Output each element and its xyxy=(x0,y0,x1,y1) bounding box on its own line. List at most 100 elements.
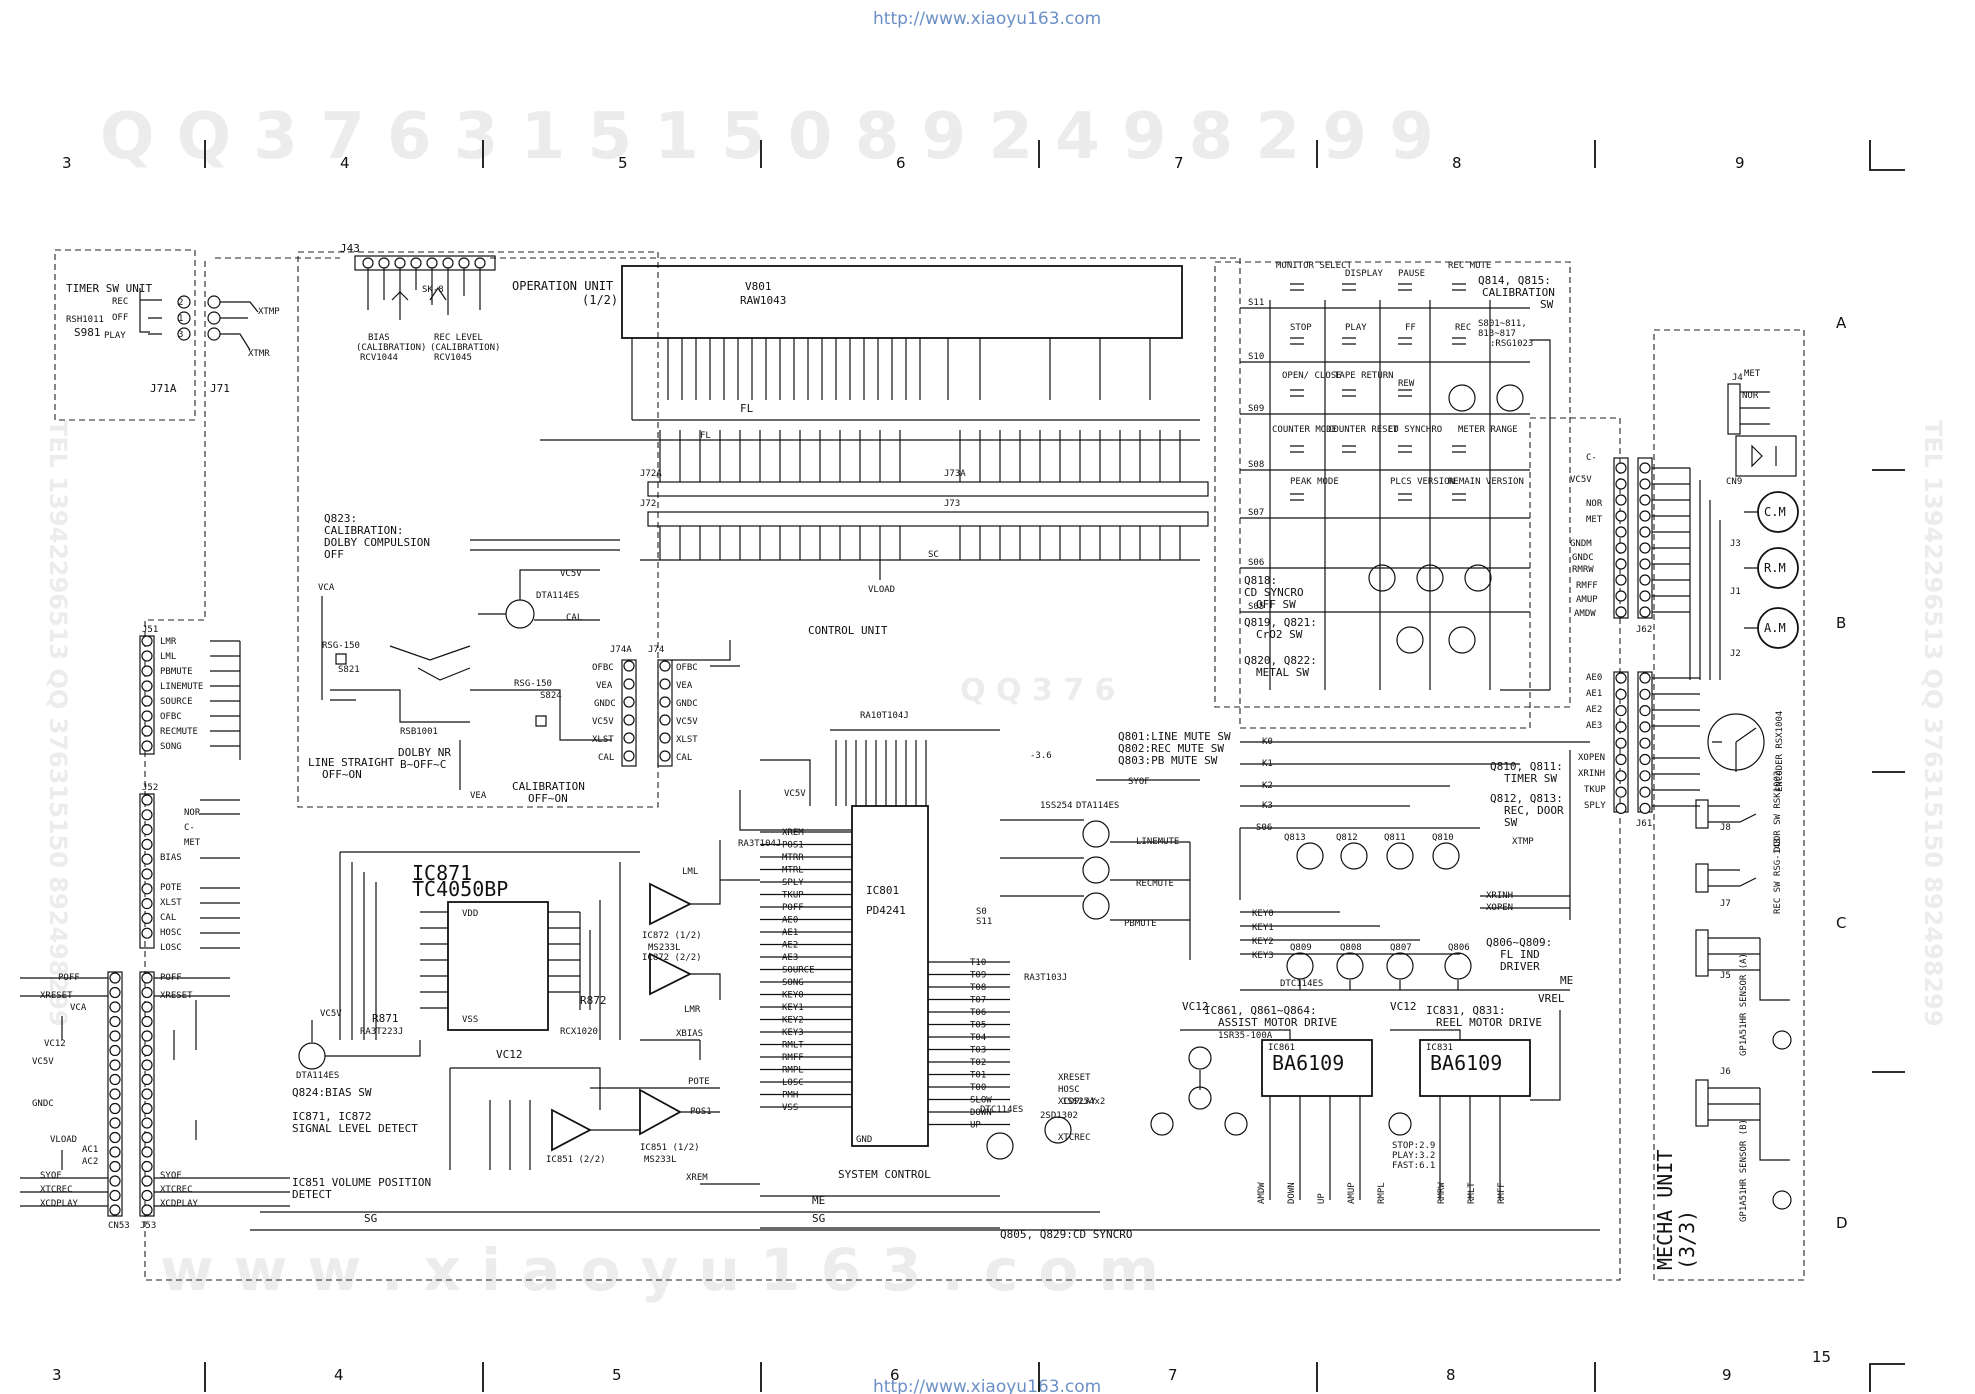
ic871-label: IC871 xyxy=(412,861,472,885)
j51-label: J51 xyxy=(142,625,158,635)
url-top[interactable]: http://www.xiaoyu163.com xyxy=(873,9,1101,29)
ic851-vc12: VC12 xyxy=(496,1048,523,1061)
calib-q814: Q814, Q815: xyxy=(1478,274,1551,287)
mecha-met: MET xyxy=(1744,369,1761,379)
j61-pin-ae2: AE2 xyxy=(1586,705,1602,715)
q805-block: DTC114ES 2SD1302 1SS254x2 Q805, Q829:CD … xyxy=(980,1097,1132,1241)
timer-play: PLAY xyxy=(104,331,126,341)
dolby-rsb: RSB1001 xyxy=(400,727,438,737)
mecha-sensor-a: GP1A51HR SENSOR (A) xyxy=(1739,953,1749,1056)
j43-connector: J43 SK-8 BIAS REC LEVEL (CALIBRATION) (C… xyxy=(340,242,500,363)
ic872-block: IC872 (1/2) MS233L IC872 (2/2) LML LMR X… xyxy=(640,840,760,1060)
ic801-pin-key2: KEY2 xyxy=(782,1016,804,1026)
j43-bias-cal: (CALIBRATION) xyxy=(356,343,426,353)
connector-pin xyxy=(109,1189,121,1202)
connector-pin xyxy=(141,897,153,910)
connector-pin xyxy=(623,660,635,672)
ic801-pin-rmff: RMFF xyxy=(782,1053,804,1063)
ic872-label-1: IC872 (1/2) xyxy=(642,931,702,941)
watermark-side-right: TEL 13942296513 QQ 376315150 892498299 xyxy=(1919,420,1947,1027)
ic851-label-2: IC851 (2/2) xyxy=(546,1155,606,1165)
connector-pin xyxy=(141,809,153,821)
timer-sw-unit: TIMER SW UNIT RSH1011 S981 REC OFF PLAY … xyxy=(54,249,280,421)
operation-fl: FL xyxy=(740,402,754,415)
connector-pin xyxy=(659,678,671,690)
ic831-line2: REEL MOTOR DRIVE xyxy=(1436,1016,1542,1029)
ic831-block: VC12 IC831, Q831: REEL MOTOR DRIVE VREL … xyxy=(1388,992,1565,1204)
connector-pin xyxy=(1615,478,1627,490)
sw-ff: FF xyxy=(1405,323,1416,333)
svg-text:IC831: IC831 xyxy=(1426,1043,1453,1053)
ic801-pin-key0: KEY0 xyxy=(782,991,804,1001)
j52-pin-c: C- xyxy=(184,823,195,833)
connector-pin xyxy=(1615,526,1627,538)
connector-pin xyxy=(1639,786,1651,798)
timer-note-2: TIMER SW xyxy=(1504,772,1557,785)
connector-pin xyxy=(659,732,671,744)
grid-col-8-bottom: 8 xyxy=(1446,1366,1456,1384)
ic851-label-1: IC851 (1/2) xyxy=(640,1143,700,1153)
j52-pin-hosc: HOSC xyxy=(160,928,182,938)
dolby-line-onoff: OFF~ON xyxy=(322,768,362,781)
timer-xtmr: XTMR xyxy=(248,349,270,359)
ic801-pin-vss: VSS xyxy=(782,1103,798,1113)
system-control: SYSTEM CONTROL ME SG SG XRESET HOSC XCDP… xyxy=(250,1073,1600,1231)
sw-peak-mode: PEAK MODE xyxy=(1290,477,1339,487)
j53-pin-gndc: GNDC xyxy=(32,1099,54,1109)
j53-pin-ac1: AC1 xyxy=(82,1145,98,1155)
grid-col-3-bottom: 3 xyxy=(52,1366,62,1384)
swline-s09: S09 xyxy=(1248,404,1264,414)
ic801-pin-source: SOURCE xyxy=(782,966,815,976)
watermark-bottom: w w w . x i a o y u 1 6 3 . c o m xyxy=(160,1236,1159,1304)
j61-pin-ae1: AE1 xyxy=(1586,689,1602,699)
ic831-play: PLAY:3.2 xyxy=(1392,1151,1435,1161)
grid-col-4: 4 xyxy=(340,154,350,172)
q818-line3: OFF SW xyxy=(1256,598,1296,611)
system-xcdplay: XCDPLAY xyxy=(1058,1097,1097,1107)
q823-line4: OFF xyxy=(324,548,344,561)
connector-pin xyxy=(141,635,153,647)
connector-pin xyxy=(1615,737,1627,749)
sw-cd-synchro: CD SYNCHRO xyxy=(1388,425,1442,435)
url-bottom[interactable]: http://www.xiaoyu163.com xyxy=(873,1377,1101,1394)
ic831-vc12: VC12 xyxy=(1390,1000,1417,1013)
connector-pin xyxy=(141,972,153,984)
q818-line2: CD SYNCRO xyxy=(1244,586,1304,599)
ic801-pin-key3: KEY3 xyxy=(782,1028,804,1038)
grid-col-4-bottom: 4 xyxy=(334,1366,344,1384)
connector-pin xyxy=(141,695,153,707)
q823-line2: CALIBRATION: xyxy=(324,524,403,537)
ic872-label-2: IC872 (2/2) xyxy=(642,953,702,963)
connector-pin xyxy=(623,732,635,744)
dolby-vca: VCA xyxy=(318,583,335,593)
switch-matrix: S11 S10 S09 S08 S07 S06 S05 MONITOR SELE… xyxy=(1240,261,1551,691)
q823-line1: Q823: xyxy=(324,512,357,525)
sw-counter-mode: COUNTER MODE xyxy=(1272,425,1337,435)
ic801-pin-tkup: TKUP xyxy=(782,891,804,901)
j74-pin-vea: VEA xyxy=(676,681,693,691)
ic801-right-pins: T10T09T08T07T06T05T04T03T02T01T00SLOWDOW… xyxy=(928,958,1010,1131)
q824-line1: Q824:BIAS SW xyxy=(292,1086,372,1099)
j62-pin-gndm: GNDM xyxy=(1570,539,1592,549)
j62-label: J62 xyxy=(1636,625,1652,635)
ic801-pin-ae0: AE0 xyxy=(782,916,798,926)
j52-pin-pote: POTE xyxy=(160,883,182,893)
svg-text:SYOF: SYOF xyxy=(160,1171,182,1181)
fl-me: ME xyxy=(1560,974,1573,987)
connector-pin xyxy=(1639,574,1651,586)
q824-block: VC5V DTA114ES Q824:BIAS SW IC871, IC872 … xyxy=(292,1009,421,1135)
ic831-pins-rmff: RMFF xyxy=(1497,1182,1507,1204)
system-control-title: SYSTEM CONTROL xyxy=(838,1168,931,1181)
j61-pin-xrinh: XRINH xyxy=(1578,769,1605,779)
ic861-pins-rmpl: RMPL xyxy=(1377,1182,1387,1204)
connector-pin xyxy=(109,1117,121,1129)
svg-text:1: 1 xyxy=(178,314,183,324)
ic801-pin-key1: KEY1 xyxy=(782,1003,804,1013)
system-sg: SG xyxy=(812,1212,825,1225)
ic801-pin-losc: LOSC xyxy=(782,1078,804,1088)
key-q812: Q812 xyxy=(1336,833,1358,843)
timer-pin-3 xyxy=(177,327,191,341)
q818-line7: METAL SW xyxy=(1256,666,1309,679)
control-vload: VLOAD xyxy=(868,585,895,595)
q818-note: Q818: CD SYNCRO OFF SW Q819, Q821: CrO2 … xyxy=(1244,574,1317,679)
